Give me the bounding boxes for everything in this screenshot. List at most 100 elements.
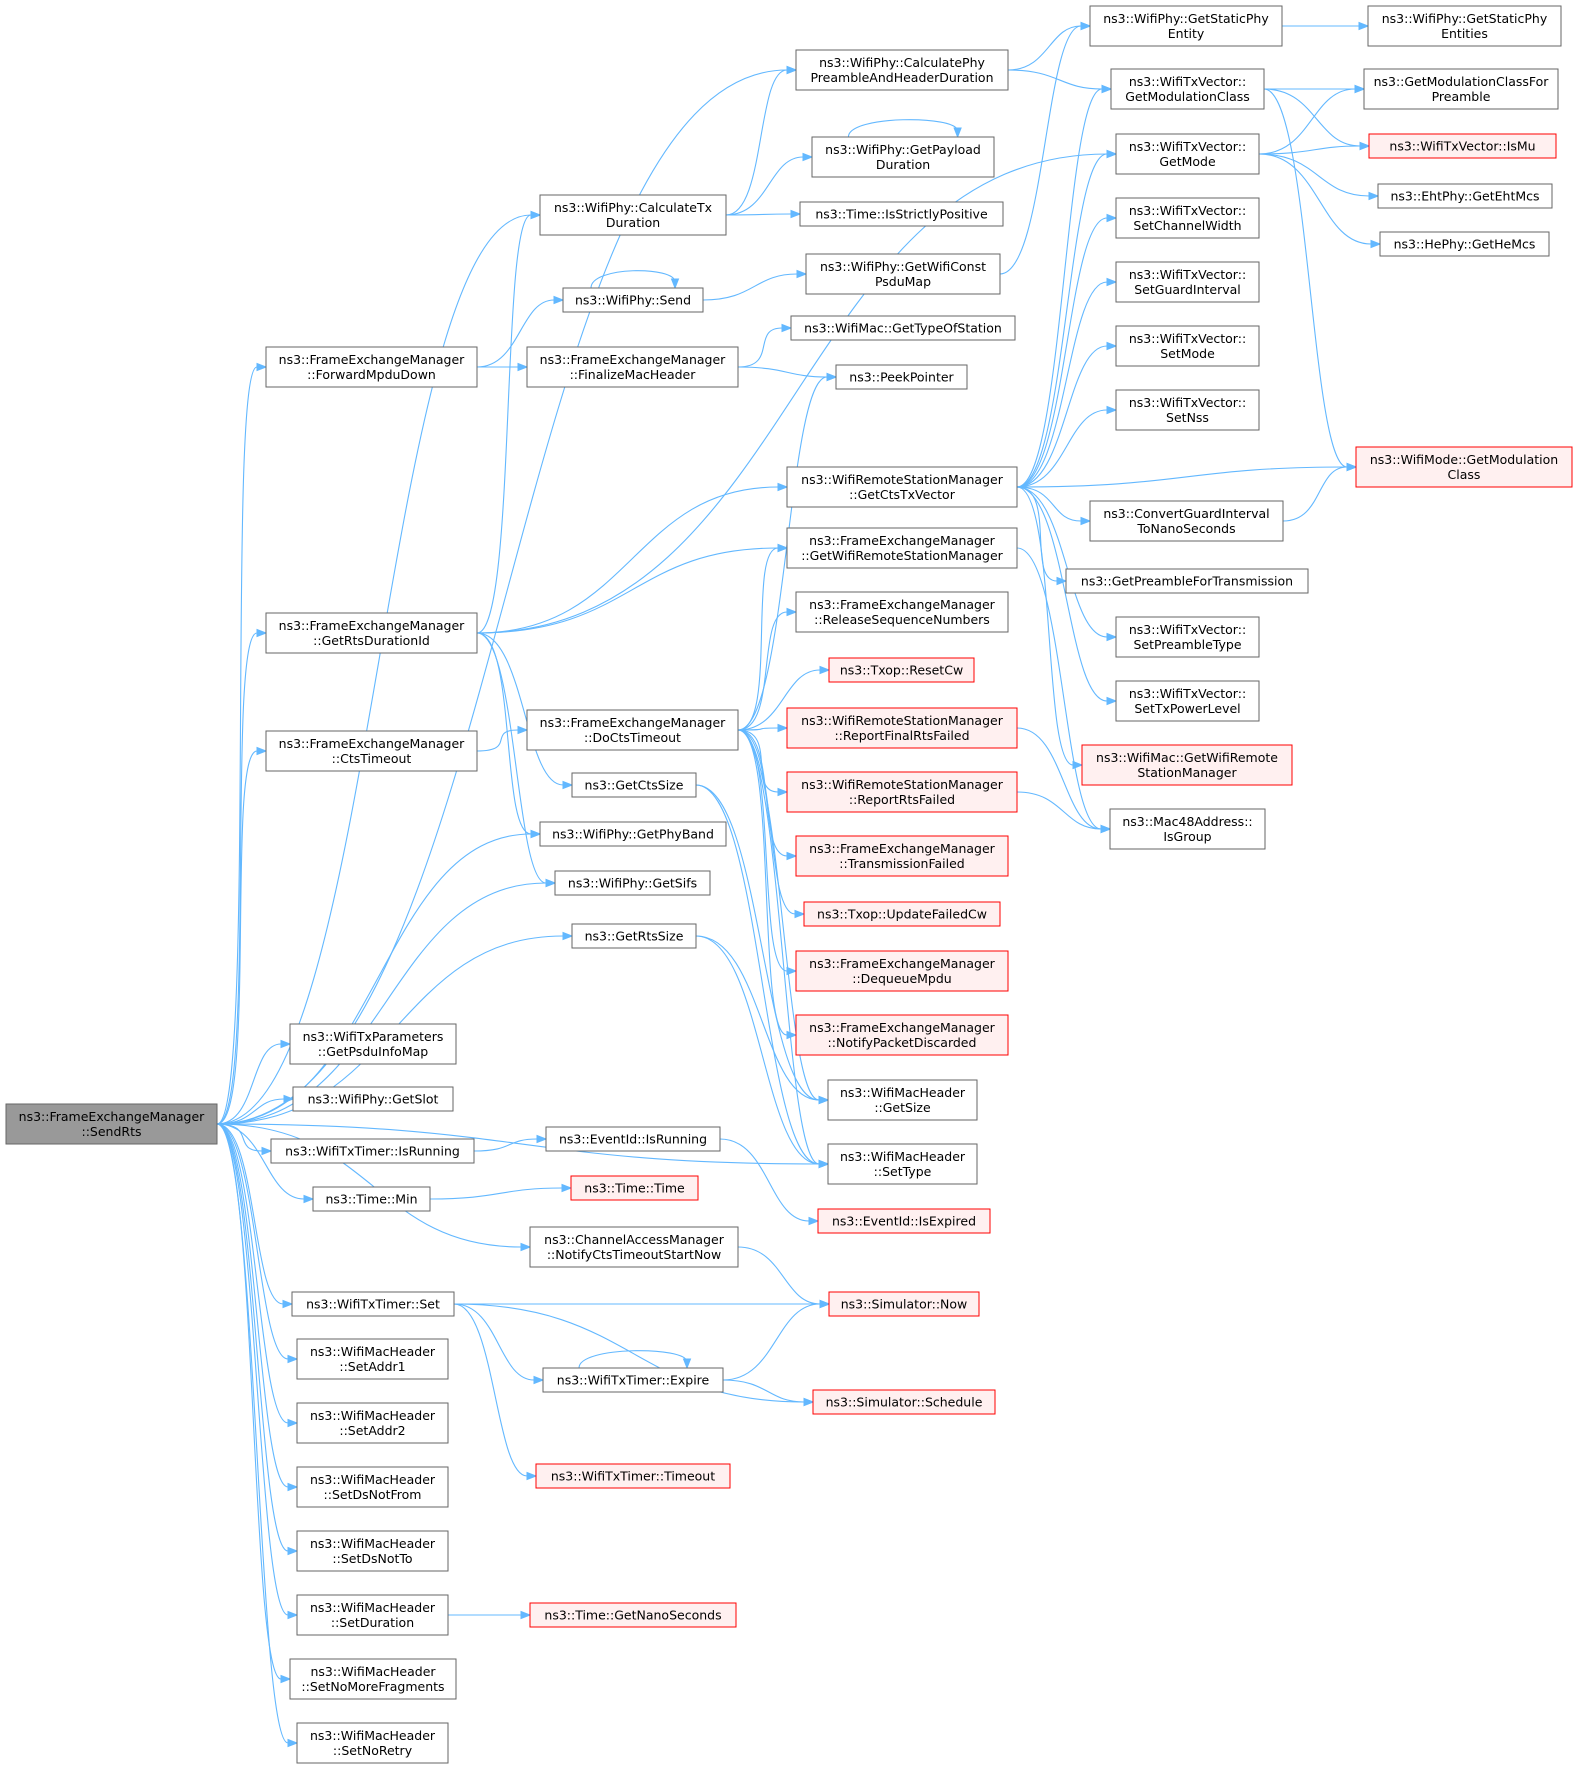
edge-arrowhead xyxy=(786,65,798,75)
node-macgetwrsm[interactable]: ns3::WifiMac::GetWifiRemoteStationManage… xyxy=(1081,744,1293,786)
node-strictlypos[interactable]: ns3::Time::IsStrictlyPositive xyxy=(799,201,1004,227)
node-getnanos[interactable]: ns3::Time::GetNanoSeconds xyxy=(529,1602,737,1628)
node-getmodclass[interactable]: ns3::WifiTxVector::GetModulationClass xyxy=(1110,68,1265,110)
node-isgroup[interactable]: ns3::Mac48Address::IsGroup xyxy=(1109,808,1266,850)
node-label-line: ns3::WifiPhy::GetSifs xyxy=(568,876,697,891)
edge-line xyxy=(1016,486,1082,522)
node-box xyxy=(1367,5,1562,47)
node-setguard[interactable]: ns3::WifiTxVector::SetGuardInterval xyxy=(1115,261,1260,303)
node-send[interactable]: ns3::WifiPhy::Send xyxy=(562,287,704,313)
node-setpreambletype[interactable]: ns3::WifiTxVector::SetPreambleType xyxy=(1115,616,1260,658)
node-simnow[interactable]: ns3::Simulator::Now xyxy=(828,1291,980,1317)
node-getmode[interactable]: ns3::WifiTxVector::GetMode xyxy=(1115,133,1260,175)
edge-arrowhead xyxy=(1106,341,1118,351)
edge-arrowhead xyxy=(282,1299,294,1309)
node-calcpreamble[interactable]: ns3::WifiPhy::CalculatePhyPreambleAndHea… xyxy=(795,49,1009,91)
node-label-line: ::SetDuration xyxy=(331,1615,414,1630)
node-box xyxy=(542,1367,724,1393)
node-txfailed[interactable]: ns3::FrameExchangeManager::TransmissionF… xyxy=(795,835,1009,877)
node-box xyxy=(539,194,727,236)
node-getwrsm[interactable]: ns3::FrameExchangeManager::GetWifiRemote… xyxy=(786,527,1018,569)
edge-line xyxy=(725,156,804,216)
node-isexpired[interactable]: ns3::EventId::IsExpired xyxy=(817,1208,991,1234)
node-notifydisc[interactable]: ns3::FrameExchangeManager::NotifyPacketD… xyxy=(795,1014,1009,1056)
node-getslot[interactable]: ns3::WifiPhy::GetSlot xyxy=(292,1086,454,1112)
node-getmactype[interactable]: ns3::WifiMac::GetTypeOfStation xyxy=(790,315,1016,341)
node-getpreamble[interactable]: ns3::GetPreambleForTransmission xyxy=(1065,568,1309,594)
edge-arrowhead xyxy=(1359,141,1371,151)
edge-docts-to-reportfinal xyxy=(737,723,789,733)
node-label-line: ns3::FrameExchangeManager xyxy=(279,736,465,751)
edge-arrowhead xyxy=(562,931,574,941)
node-updatecw[interactable]: ns3::Txop::UpdateFailedCw xyxy=(803,901,1001,927)
node-notifycts[interactable]: ns3::ChannelAccessManager::NotifyCtsTime… xyxy=(529,1226,739,1268)
node-ehtmcs[interactable]: ns3::EhtPhy::GetEhtMcs xyxy=(1377,183,1553,209)
node-setduration[interactable]: ns3::WifiMacHeader::SetDuration xyxy=(296,1594,449,1636)
node-reportrts[interactable]: ns3::WifiRemoteStationManager::ReportRts… xyxy=(786,771,1018,813)
node-expire[interactable]: ns3::WifiTxTimer::Expire xyxy=(542,1367,724,1393)
node-fwdmpdu[interactable]: ns3::FrameExchangeManager::ForwardMpduDo… xyxy=(265,346,478,388)
edge-line xyxy=(476,729,519,752)
node-getctstx[interactable]: ns3::WifiRemoteStationManager::GetCtsTxV… xyxy=(786,466,1018,508)
edge-sendrts-to-setaddr1 xyxy=(216,1123,299,1364)
node-timeout[interactable]: ns3::WifiTxTimer::Timeout xyxy=(535,1463,731,1489)
node-timetime[interactable]: ns3::Time::Time xyxy=(570,1175,699,1201)
node-setmode[interactable]: ns3::WifiTxVector::SetMode xyxy=(1115,325,1260,367)
edge-arrowhead xyxy=(670,278,680,290)
node-setaddr1[interactable]: ns3::WifiMacHeader::SetAddr1 xyxy=(296,1338,449,1380)
node-timerisrunning[interactable]: ns3::WifiTxTimer::IsRunning xyxy=(270,1138,475,1164)
node-reportfinal[interactable]: ns3::WifiRemoteStationManager::ReportFin… xyxy=(786,707,1018,749)
node-sendrts[interactable]: ns3::FrameExchangeManager::SendRts xyxy=(5,1103,218,1145)
edge-arrowhead xyxy=(545,878,557,888)
node-hdrsettype[interactable]: ns3::WifiMacHeader::SetType xyxy=(827,1143,978,1185)
edge-arrowhead xyxy=(1346,462,1358,472)
node-getsifs[interactable]: ns3::WifiPhy::GetSifs xyxy=(554,870,711,896)
edge-line xyxy=(1263,88,1348,468)
node-getrtsdur[interactable]: ns3::FrameExchangeManager::GetRtsDuratio… xyxy=(265,612,478,654)
node-getrtssize[interactable]: ns3::GetRtsSize xyxy=(571,923,697,949)
node-eventisrunning[interactable]: ns3::EventId::IsRunning xyxy=(545,1126,721,1152)
node-peekptr[interactable]: ns3::PeekPointer xyxy=(835,364,968,390)
node-label-line: ns3::FrameExchangeManager xyxy=(279,352,465,367)
node-setchanwidth[interactable]: ns3::WifiTxVector::SetChannelWidth xyxy=(1115,197,1260,239)
node-getphyband[interactable]: ns3::WifiPhy::GetPhyBand xyxy=(539,821,727,847)
node-label-line: ns3::Time::GetNanoSeconds xyxy=(544,1608,721,1623)
node-hemcs[interactable]: ns3::HePhy::GetHeMcs xyxy=(1379,231,1550,257)
node-dequeue[interactable]: ns3::FrameExchangeManager::DequeueMpdu xyxy=(795,950,1009,992)
node-timerset[interactable]: ns3::WifiTxTimer::Set xyxy=(291,1291,455,1317)
node-setdsnotfrom[interactable]: ns3::WifiMacHeader::SetDsNotFrom xyxy=(296,1466,449,1508)
node-getpsduinfo[interactable]: ns3::WifiTxParameters::GetPsduInfoMap xyxy=(289,1023,457,1065)
node-setnomorefrag[interactable]: ns3::WifiMacHeader::SetNoMoreFragments xyxy=(289,1658,457,1700)
node-releaseseq[interactable]: ns3::FrameExchangeManager::ReleaseSequen… xyxy=(795,591,1009,633)
node-box xyxy=(1368,133,1557,159)
edge-expire-to-expire xyxy=(578,1350,692,1370)
edge-line xyxy=(695,784,820,1101)
node-resetcw[interactable]: ns3::Txop::ResetCw xyxy=(828,657,975,683)
node-finalize[interactable]: ns3::FrameExchangeManager::FinalizeMacHe… xyxy=(526,346,739,388)
node-schedule[interactable]: ns3::Simulator::Schedule xyxy=(812,1389,996,1415)
node-box xyxy=(828,1291,980,1317)
node-setaddr2[interactable]: ns3::WifiMacHeader::SetAddr2 xyxy=(296,1402,449,1444)
node-getctssize[interactable]: ns3::GetCtsSize xyxy=(571,772,697,798)
edge-expire-to-simnow xyxy=(722,1299,831,1381)
node-setnss[interactable]: ns3::WifiTxVector::SetNss xyxy=(1115,389,1260,431)
node-setnoretry[interactable]: ns3::WifiMacHeader::SetNoRetry xyxy=(296,1722,449,1764)
node-hdrgetsize[interactable]: ns3::WifiMacHeader::GetSize xyxy=(827,1079,978,1121)
node-ctstimeout[interactable]: ns3::FrameExchangeManager::CtsTimeout xyxy=(265,730,478,772)
node-label-line: ns3::Txop::UpdateFailedCw xyxy=(817,907,987,922)
node-timemin[interactable]: ns3::Time::Min xyxy=(312,1186,431,1212)
node-settxpower[interactable]: ns3::WifiTxVector::SetTxPowerLevel xyxy=(1115,680,1260,722)
node-docts[interactable]: ns3::FrameExchangeManager::DoCtsTimeout xyxy=(526,709,739,751)
node-ismu[interactable]: ns3::WifiTxVector::IsMu xyxy=(1368,133,1557,159)
node-modegetmodclass[interactable]: ns3::WifiMode::GetModulationClass xyxy=(1355,446,1573,488)
edge-arrowhead xyxy=(819,665,831,675)
node-box xyxy=(795,49,1009,91)
node-setdsnotto[interactable]: ns3::WifiMacHeader::SetDsNotTo xyxy=(296,1530,449,1572)
